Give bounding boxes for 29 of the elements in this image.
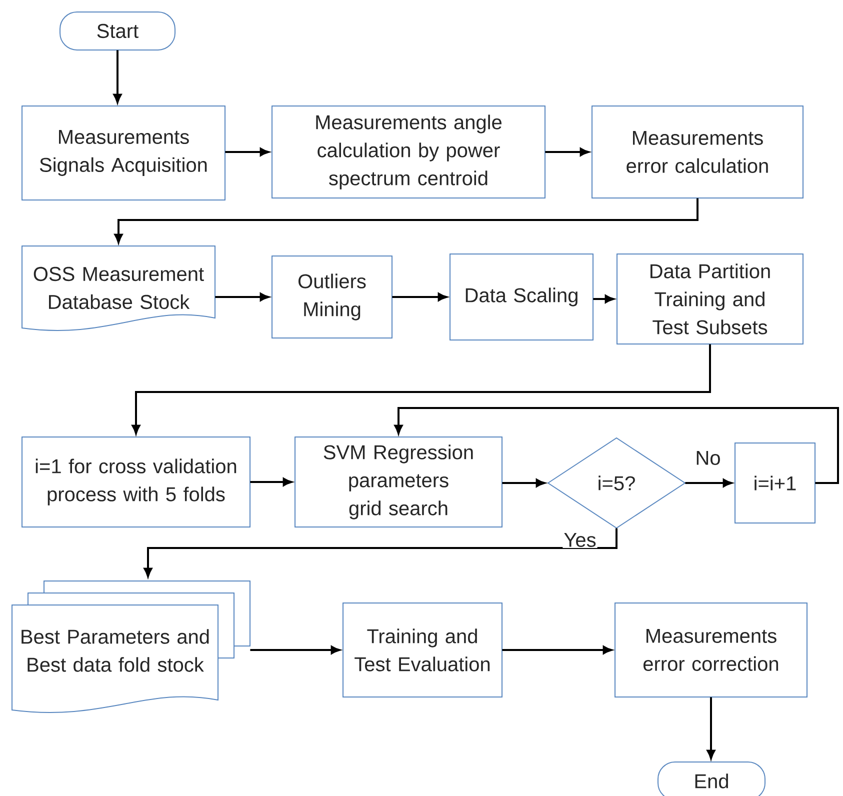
arrow	[394, 407, 839, 484]
process-box: i=1 for cross validation process with 5 folds	[22, 436, 250, 528]
arrow	[113, 50, 122, 104]
arrow	[502, 478, 546, 488]
arrow	[250, 478, 292, 486]
process-box: i=i+1	[734, 442, 816, 524]
process-box: SVM Regression parameters grid search	[294, 436, 502, 528]
arrow	[114, 198, 698, 244]
edge-label: No	[694, 450, 722, 466]
arrow	[593, 294, 614, 304]
arrow	[685, 478, 732, 488]
arrow	[250, 646, 340, 654]
arrow	[706, 697, 716, 760]
process-box: Training and Test Evaluation	[342, 602, 502, 698]
arrow	[545, 148, 590, 156]
process-box: Measurements angle calculation by power spectrum centroid	[272, 106, 546, 198]
process-box: Measurements Signals Acquisition	[22, 106, 226, 200]
process-box: Measurements error calculation	[592, 106, 804, 198]
arrow	[132, 344, 711, 434]
arrow	[215, 292, 270, 302]
process-box: Data Partition Training and Test Subsets	[616, 254, 804, 344]
process-box: Data Scaling	[450, 254, 594, 340]
arrow	[392, 292, 448, 302]
arrow	[144, 528, 618, 578]
process-box: Measurements error correction	[614, 602, 808, 698]
process-box: Outliers Mining	[272, 256, 392, 338]
arrow	[225, 148, 270, 156]
edge-label: Yes	[562, 532, 598, 548]
arrow	[502, 646, 612, 654]
